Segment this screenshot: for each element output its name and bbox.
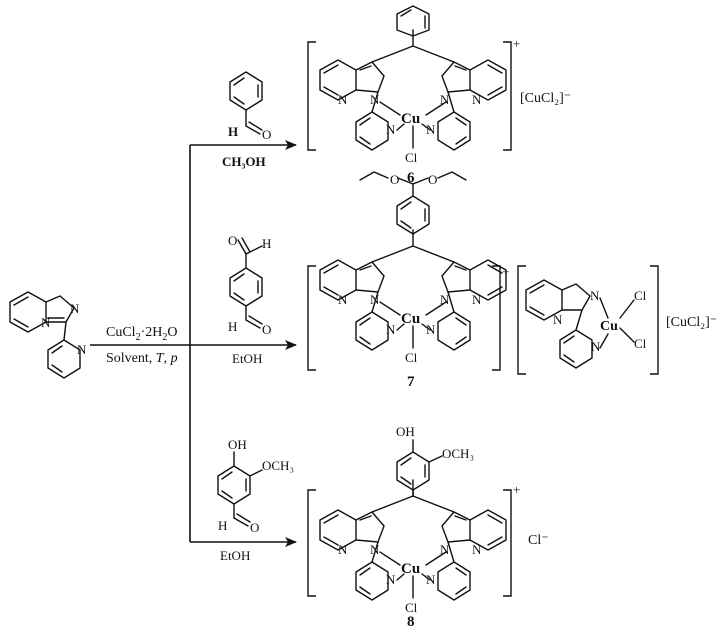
product-8: OH OCH₃ + Cl⁻ 8 <box>307 424 549 630</box>
svg-text:O: O <box>428 172 437 187</box>
svg-text:N: N <box>440 92 450 107</box>
svg-text:O: O <box>262 322 271 337</box>
product-7: O O + N N Cu Cl Cl N [CuCl₂]⁻ 7 <box>307 171 717 390</box>
svg-text:+: + <box>502 264 509 279</box>
svg-text:N: N <box>553 312 563 327</box>
svg-text:OH: OH <box>396 424 415 439</box>
counter-ion-7: [CuCl₂]⁻ <box>666 315 717 330</box>
arrows <box>90 140 297 547</box>
svg-text:N: N <box>472 92 482 107</box>
vanillin: OH OCH₃ H O <box>217 437 294 535</box>
counter-ion-8: Cl⁻ <box>528 533 549 548</box>
svg-text:O: O <box>390 172 399 187</box>
svg-text:O: O <box>250 520 259 535</box>
svg-text:H: H <box>228 124 238 139</box>
compound-6: 6 <box>407 170 415 186</box>
counter-ion-6: [CuCl₂]⁻ <box>520 91 571 106</box>
reactant-n1: N <box>41 315 51 330</box>
reactant-n2: N <box>70 301 80 316</box>
svg-text:N: N <box>591 339 601 354</box>
benzaldehyde: H O <box>228 71 271 142</box>
svg-text:N: N <box>386 122 396 137</box>
side-cu: Cu <box>600 319 618 334</box>
svg-text:O: O <box>228 233 237 248</box>
svg-text:N: N <box>370 92 380 107</box>
svg-text:O: O <box>262 127 271 142</box>
svg-text:OCH₃: OCH₃ <box>262 458 294 473</box>
starting-material: N N N <box>9 291 87 379</box>
svg-text:H: H <box>218 518 227 533</box>
svg-text:+: + <box>513 36 520 51</box>
reagent-formula: CuCl <box>106 325 136 340</box>
svg-text:Cl: Cl <box>634 336 647 351</box>
solvent-middle: EtOH <box>232 351 262 366</box>
svg-text:H: H <box>262 236 271 251</box>
solvent-temp-pressure: Solvent, T, p <box>106 351 178 366</box>
svg-text:OH: OH <box>228 437 247 452</box>
svg-text:N: N <box>338 92 348 107</box>
svg-text:Cl: Cl <box>634 288 647 303</box>
solvent-top: CH₃OH <box>222 154 266 169</box>
cu-complex-core: N N N N Cu Cl N N <box>319 29 507 165</box>
svg-text:H: H <box>228 319 237 334</box>
terephthalaldehyde: O H H O <box>228 233 271 337</box>
compound-7: 7 <box>407 374 415 390</box>
svg-text:CuCl2·2H2O: CuCl2·2H2O <box>106 325 177 343</box>
reaction-conditions: CuCl2·2H2O Solvent, T, p <box>106 325 178 366</box>
reactant-n3: N <box>77 342 87 357</box>
svg-text:OCH₃: OCH₃ <box>442 446 474 461</box>
product-6: + [CuCl₂]⁻ 6 <box>307 5 571 186</box>
svg-text:N: N <box>426 122 436 137</box>
compound-8: 8 <box>407 614 415 630</box>
svg-text:Cu: Cu <box>401 111 420 127</box>
solvent-bottom: EtOH <box>220 548 250 563</box>
svg-text:Cl: Cl <box>405 150 418 165</box>
svg-text:+: + <box>513 482 520 497</box>
svg-text:N: N <box>590 288 600 303</box>
